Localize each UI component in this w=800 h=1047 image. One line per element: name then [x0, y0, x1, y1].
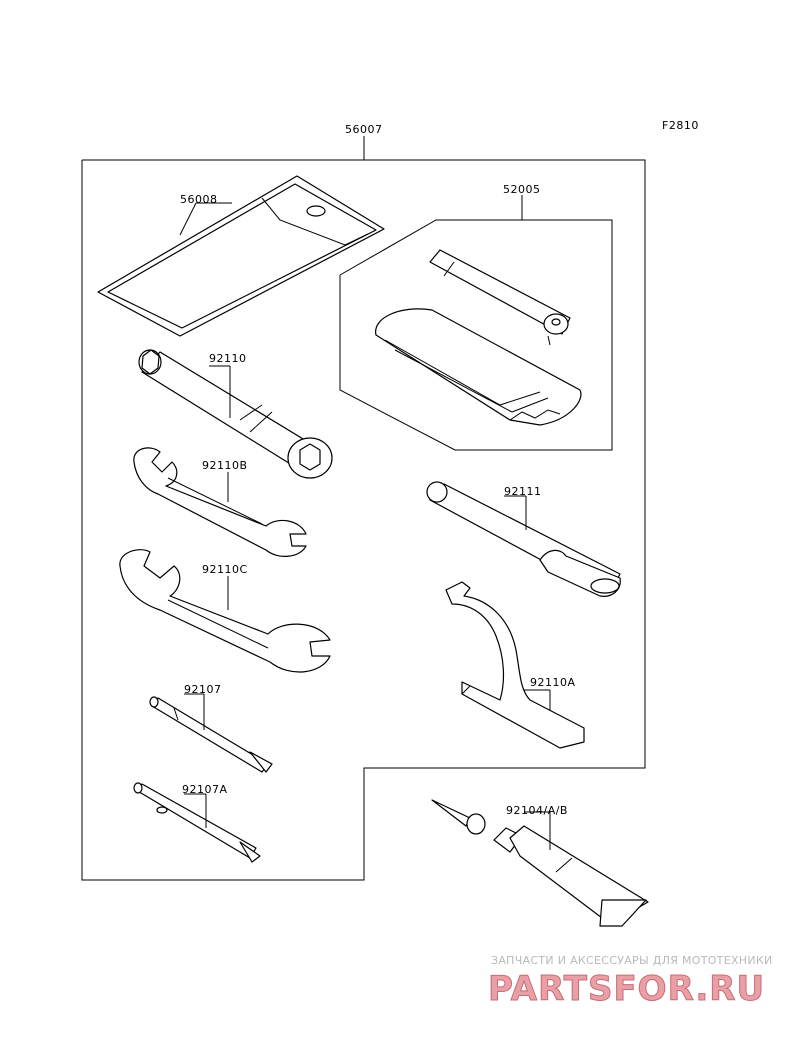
repair-kit-part: 52005 [339, 183, 613, 451]
watermark-brand: PARTSFOR.RU [488, 969, 765, 1009]
label-92111: 92111 [504, 485, 542, 498]
wrench-b-part: 92110B [133, 447, 307, 557]
label-92104: 92104/A/B [506, 804, 568, 817]
label-92110B: 92110B [202, 459, 248, 472]
watermark-tagline: ЗАПЧАСТИ И АКСЕССУАРЫ ДЛЯ МОТОТЕХНИКИ [491, 954, 773, 967]
wrench-c-part: 92110C [119, 549, 331, 673]
box-wrench-part: 92110 [138, 349, 333, 479]
label-92110: 92110 [209, 352, 247, 365]
watermark: ЗАПЧАСТИ И АКСЕССУАРЫ ДЛЯ МОТОТЕХНИКИ PA… [488, 954, 773, 1010]
tube-part: 92104/A/B [431, 799, 649, 927]
handle-part: 92111 [426, 481, 621, 597]
label-92110A: 92110A [530, 676, 576, 689]
label-52005: 52005 [503, 183, 541, 196]
figure-code: F2810 [662, 119, 699, 132]
screwdriver-part: 92107 [149, 683, 273, 773]
hook-wrench-part: 92110A [445, 581, 585, 749]
label-92110C: 92110C [202, 563, 248, 576]
screwdriver-a-part: 92107A [133, 782, 261, 863]
label-56007: 56007 [345, 123, 383, 136]
label-92107A: 92107A [182, 783, 228, 796]
tool-bag-part: 56008 [97, 175, 385, 337]
label-56008: 56008 [180, 193, 218, 206]
label-92107: 92107 [184, 683, 222, 696]
tool-kit-outline: 56007 [81, 123, 646, 881]
